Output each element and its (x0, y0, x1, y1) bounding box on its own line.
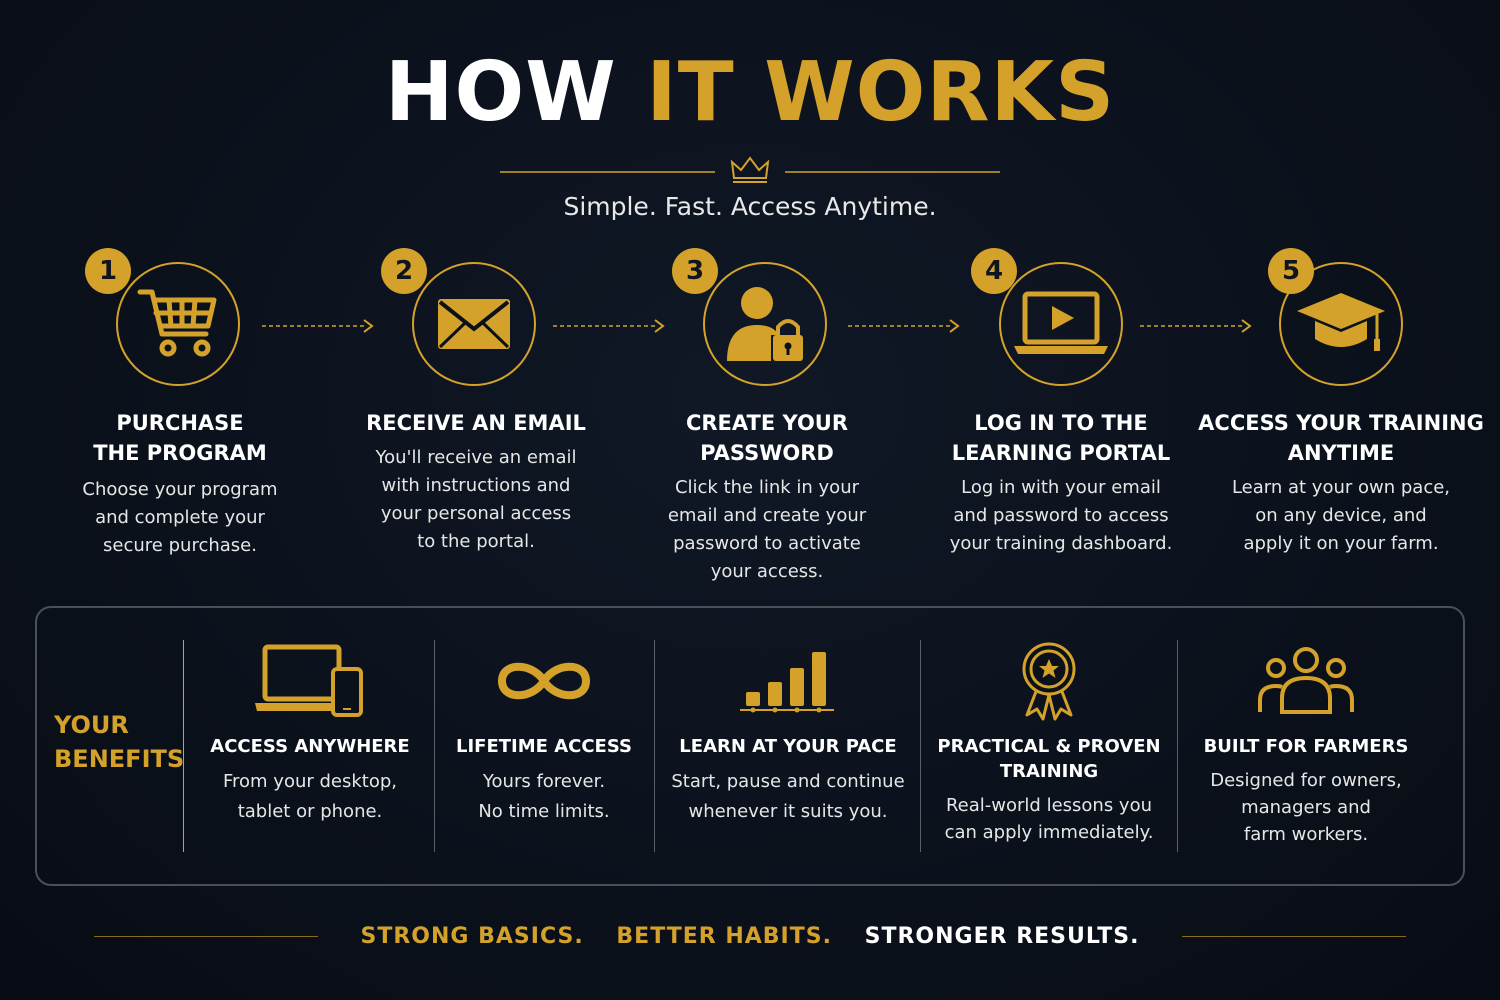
dotted-arrow (553, 319, 665, 333)
step-title: CREATE YOUR PASSWORD (685, 411, 849, 465)
bar-chart-icon (740, 652, 834, 713)
benefit-practical-proven: PRACTICAL & PROVEN TRAINING Real-world l… (926, 636, 1172, 846)
laptop-play-icon (1014, 291, 1108, 354)
tagline-part3: STRONGER RESULTS. (864, 924, 1140, 949)
title-white: HOW (384, 45, 617, 140)
step-icon-circle (116, 262, 240, 386)
graduation-cap-icon (1297, 293, 1385, 351)
dotted-arrow (1140, 319, 1252, 333)
step-number: 3 (672, 248, 718, 294)
step-description: Choose your program and complete your se… (82, 479, 278, 556)
footer-line-right (1182, 936, 1406, 937)
tagline-part1: STRONG BASICS. (360, 924, 584, 949)
crown-icon (730, 156, 770, 183)
title-gold: IT WORKS (646, 45, 1116, 140)
envelope-icon (438, 299, 510, 349)
footer-line-left (94, 936, 318, 937)
benefit-learn-at-your-pace: LEARN AT YOUR PACE Start, pause and cont… (660, 636, 916, 827)
page-title: HOW IT WORKS (0, 52, 1500, 134)
user-lock-icon (727, 287, 803, 361)
benefit-title: LIFETIME ACCESS (456, 736, 632, 757)
benefit-description: Start, pause and continue whenever it su… (671, 771, 905, 822)
step-title: ACCESS YOUR TRAINING ANYTIME (1198, 411, 1484, 465)
step-description: Learn at your own pace, on any device, a… (1231, 477, 1451, 554)
footer-tagline: STRONG BASICS. BETTER HABITS. STRONGER R… (0, 924, 1500, 949)
infinity-icon (497, 662, 591, 700)
benefit-title: PRACTICAL & PROVEN TRAINING (937, 736, 1161, 782)
step-number: 5 (1268, 248, 1314, 294)
step-icon-circle (999, 262, 1123, 386)
benefit-description: Designed for owners, managers and farm w… (1210, 770, 1402, 845)
benefit-description: Real-world lessons you can apply immedia… (944, 795, 1154, 843)
devices-icon (255, 644, 363, 717)
subtitle: Simple. Fast. Access Anytime. (563, 192, 937, 221)
step-description: You'll receive an email with instruction… (375, 447, 577, 552)
shopping-cart-icon (137, 289, 217, 357)
people-group-icon (1258, 647, 1354, 714)
divider-line (920, 640, 921, 852)
step-icon-circle (703, 262, 827, 386)
step-title: RECEIVE AN EMAIL (366, 411, 586, 435)
step-number: 2 (381, 248, 427, 294)
divider-line (1177, 640, 1178, 852)
benefit-title: LEARN AT YOUR PACE (679, 736, 897, 757)
step-description: Log in with your email and password to a… (949, 477, 1173, 554)
step-icon-circle (1279, 262, 1403, 386)
benefit-lifetime-access: LIFETIME ACCESS Yours forever. No time l… (440, 636, 648, 827)
benefit-built-for-farmers: BUILT FOR FARMERS Designed for owners, m… (1184, 636, 1428, 848)
crown-divider (500, 156, 1000, 183)
benefit-description: From your desktop, tablet or phone. (222, 771, 398, 822)
divider-line (183, 640, 184, 852)
step-title: LOG IN TO THE LEARNING PORTAL (951, 411, 1171, 465)
benefit-description: Yours forever. No time limits. (478, 771, 610, 822)
tagline-part2: BETTER HABITS. (616, 924, 832, 949)
benefit-access-anywhere: ACCESS ANYWHERE From your desktop, table… (190, 636, 430, 827)
step-icon-circle (412, 262, 536, 386)
benefit-title: BUILT FOR FARMERS (1203, 736, 1409, 757)
step-description: Click the link in your email and create … (667, 477, 867, 582)
step-number: 4 (971, 248, 1017, 294)
divider-line (434, 640, 435, 852)
step-title: PURCHASE THE PROGRAM (93, 411, 267, 465)
benefits-panel (35, 606, 1465, 886)
dotted-arrow (848, 319, 960, 333)
divider-line (654, 640, 655, 852)
benefits-label: YOUR BENEFITS (54, 711, 185, 773)
award-ribbon-icon (1022, 642, 1076, 721)
dotted-arrow (262, 319, 374, 333)
benefit-title: ACCESS ANYWHERE (210, 736, 410, 757)
step-number: 1 (85, 248, 131, 294)
